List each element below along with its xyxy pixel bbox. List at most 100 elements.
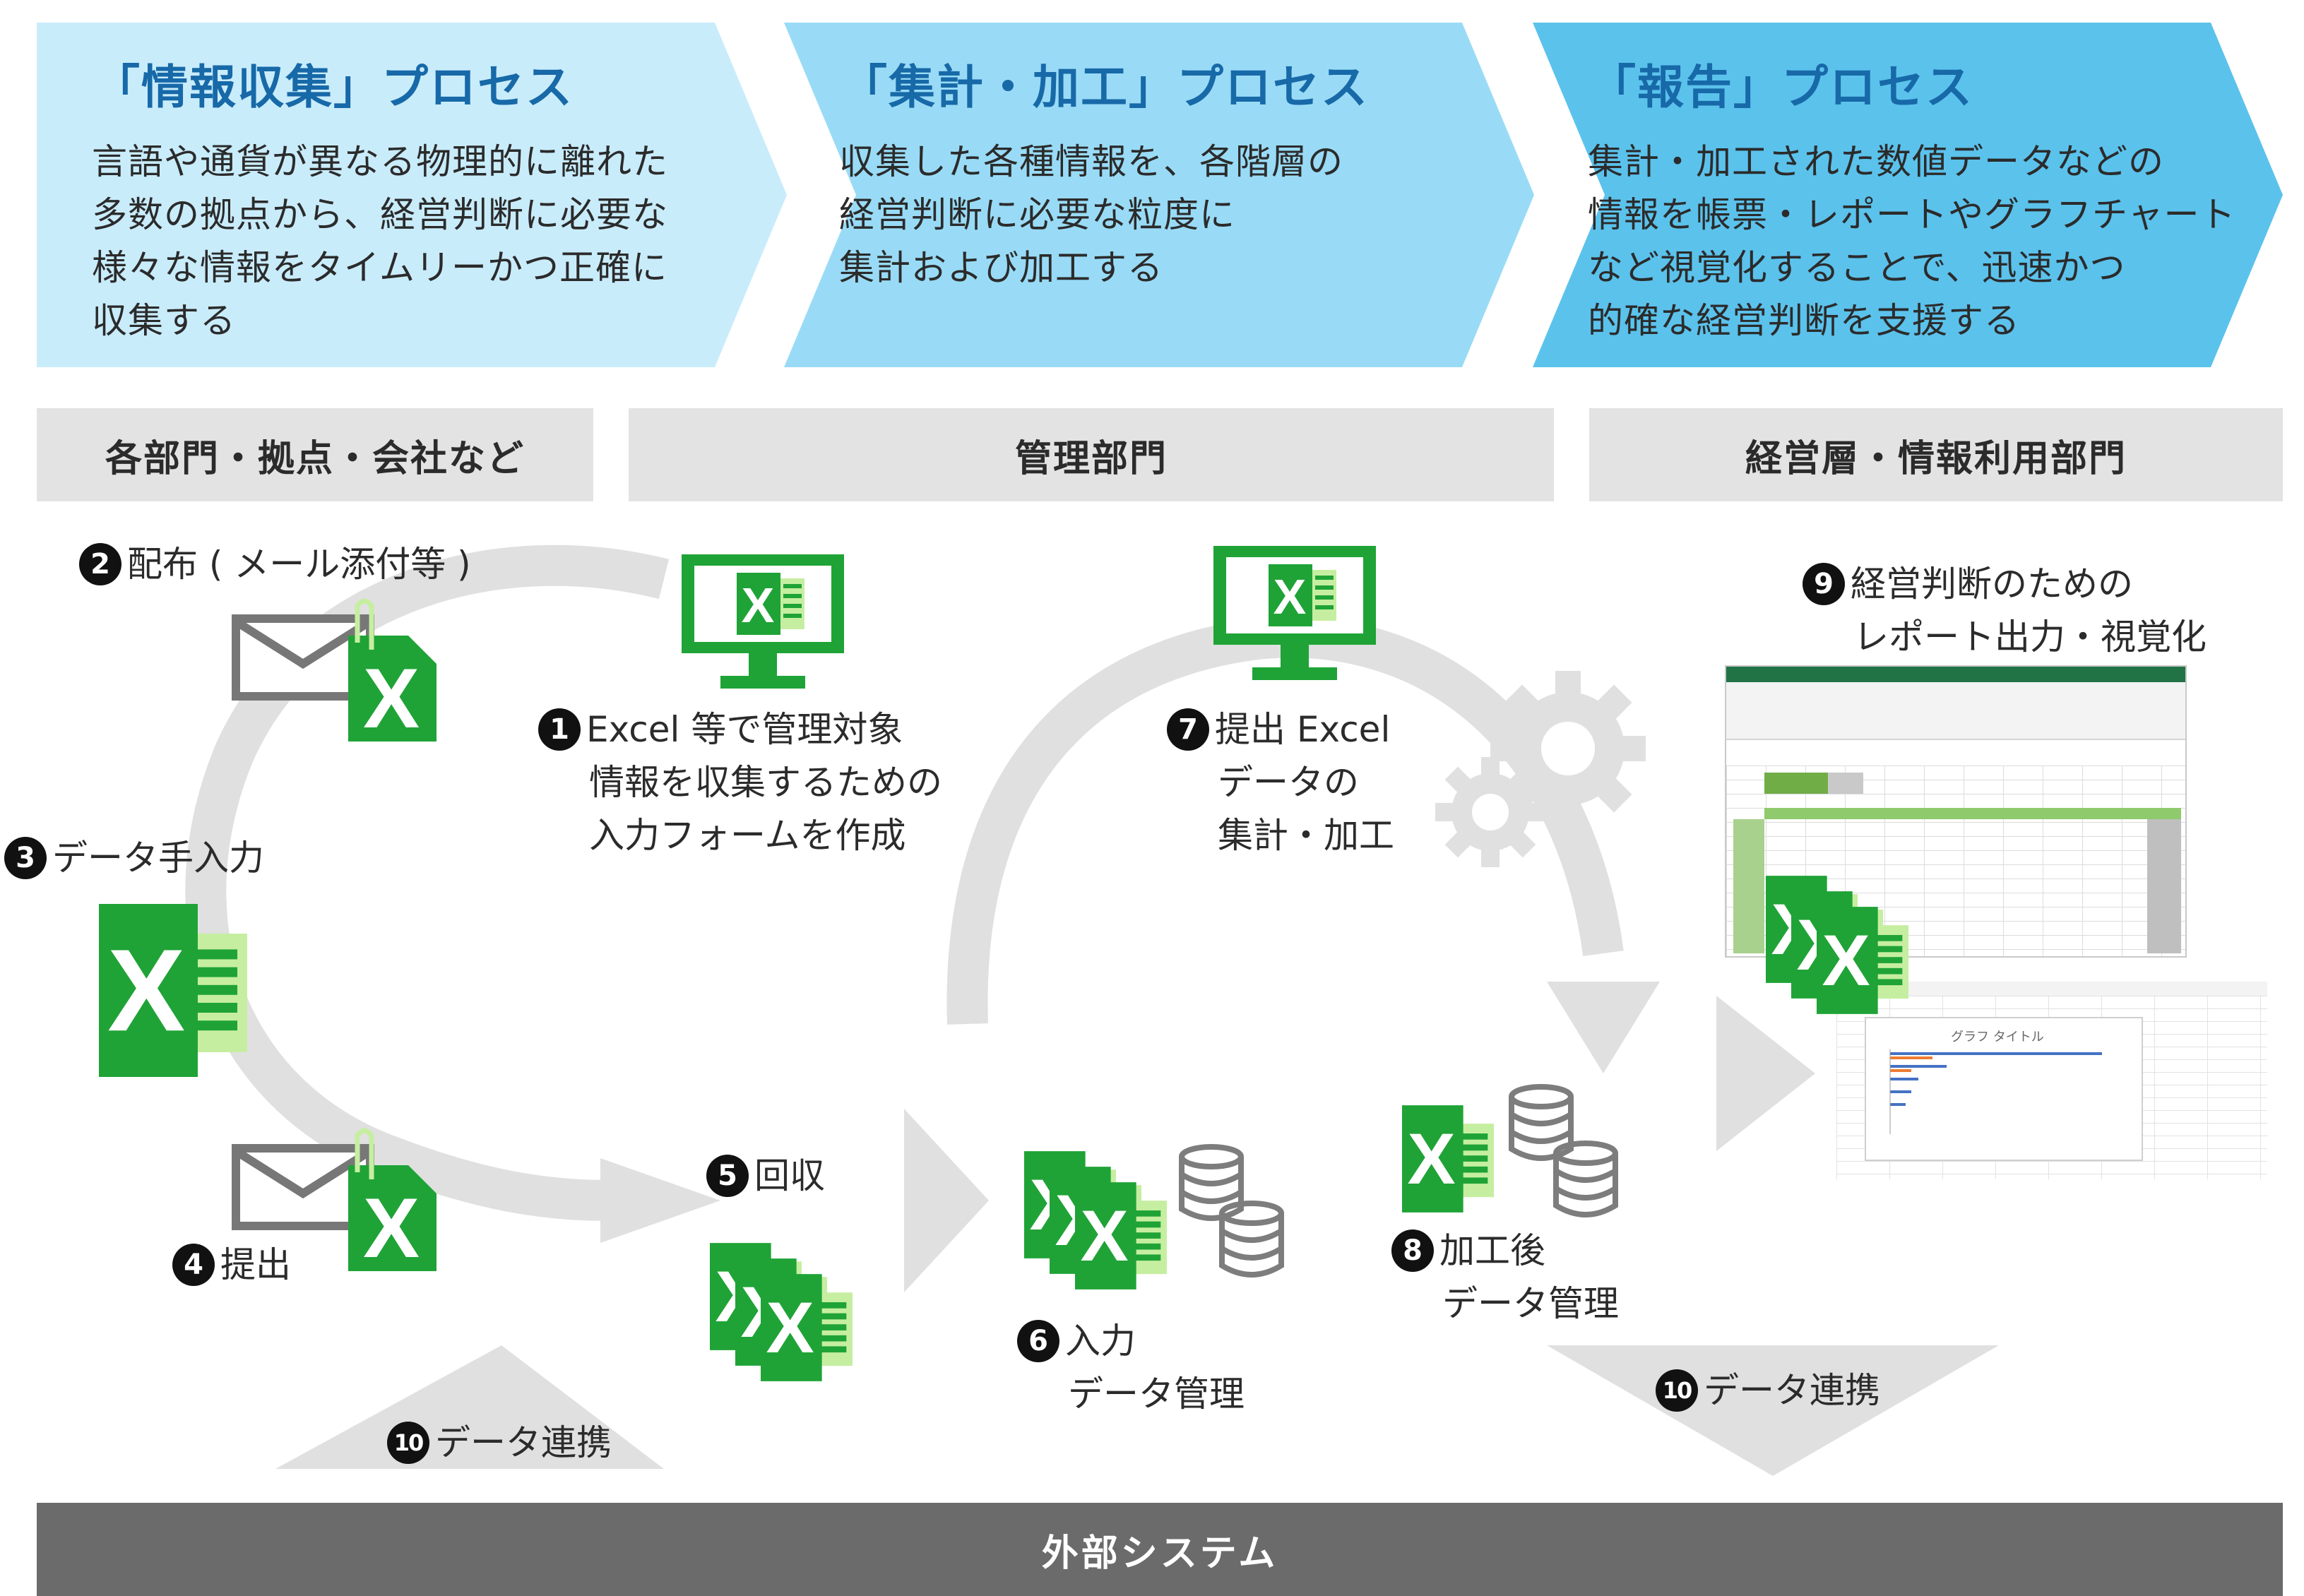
step-text: 加工後 [1439, 1230, 1545, 1271]
step-line: 情報を収集するための [589, 762, 942, 803]
gear-icon [1435, 671, 1646, 867]
process-title: 「情報収集」プロセス [93, 60, 574, 114]
mail-excel-icon [232, 593, 451, 742]
column-header-departments: 各部門・拠点・会社など [37, 408, 593, 501]
excel-monitor-icon [1213, 546, 1376, 687]
process-line: など視覚化することで、迅速かつ [1588, 247, 2126, 288]
process-description: 言語や通貨が異なる物理的に離れた 多数の拠点から、経営判断に必要な 様々な情報を… [92, 136, 668, 347]
step-line: データ管理 [1068, 1374, 1245, 1415]
chevron-shape [37, 23, 787, 367]
process-chevron-aggregate: 「集計・加工」プロセス 収集した各種情報を、各階層の 経営判断に必要な粒度に 集… [784, 23, 1534, 367]
step-line: レポート出力・視覚化 [1853, 617, 2207, 657]
process-line: 収集する [92, 300, 236, 341]
step-text: 経営判断のための [1851, 564, 2133, 605]
process-line: 様々な情報をタイムリーかつ正確に [92, 247, 667, 288]
step-number-badge: 1 [538, 708, 581, 751]
process-title: 「報告」プロセス [1589, 60, 1973, 114]
process-line: 経営判断に必要な粒度に [839, 194, 1235, 235]
process-title: 「集計・加工」プロセス [841, 60, 1369, 114]
step-line: データの [1218, 762, 1359, 803]
step-text: 提出 Excel [1215, 709, 1391, 750]
step-text: 提出 [220, 1244, 291, 1285]
step-number-badge: 9 [1803, 562, 1845, 605]
excel-file-stack [710, 1243, 893, 1398]
step-text: 入力 [1065, 1321, 1136, 1362]
process-description: 集計・加工された数値データなどの 情報を帳票・レポートやグラフチャート など視覚… [1588, 136, 2236, 347]
external-system-bar: 外部システム [37, 1503, 2283, 1596]
chevron-shape [784, 23, 1534, 367]
step-number-badge: 10 [387, 1421, 429, 1464]
sheet-total-column [2147, 819, 2181, 953]
step-number-badge: 5 [706, 1154, 749, 1197]
arrow-head-submit [600, 1158, 720, 1243]
step-text: 配布 ( メール添付等 ) [127, 544, 471, 585]
database-icon [1550, 1141, 1621, 1218]
process-line: 的確な経営判断を支援する [1588, 300, 2020, 341]
excel-file-stack [1766, 876, 1949, 1031]
step-number-badge: 6 [1017, 1319, 1059, 1362]
step-text: データ手入力 [52, 838, 264, 879]
step-line: 入力フォームを作成 [589, 815, 906, 856]
chart-title: グラフ タイトル [1951, 1030, 2044, 1044]
excel-file-icon [99, 904, 247, 1077]
excel-file-icon [1075, 1182, 1167, 1290]
database-icon [1216, 1201, 1287, 1278]
chart-sheet-screenshot: グラフ タイトル [1836, 982, 2267, 1179]
arrow-to-report [1716, 996, 1815, 1151]
left-cycle-arrow [185, 544, 670, 1221]
arrow-head-aggregate [1547, 982, 1660, 1073]
process-line: 多数の拠点から、経営判断に必要な [92, 194, 668, 235]
chart-box: グラフ タイトル [1865, 1017, 2143, 1161]
step-number-badge: 7 [1167, 708, 1209, 751]
sheet-name-column [1733, 819, 1764, 953]
excel-title-bar [1726, 667, 2185, 682]
column-header-management: 管理部門 [629, 408, 1554, 501]
column-header-executives: 経営層・情報利用部門 [1589, 408, 2283, 501]
excel-monitor-icon [682, 554, 844, 696]
sheet-highlight-bar [1764, 773, 1828, 794]
process-chevron-report: 「報告」プロセス 集計・加工された数値データなどの 情報を帳票・レポートやグラフ… [1533, 23, 2283, 367]
excel-file-icon [1402, 1105, 1494, 1213]
process-line: 収集した各種情報を、各階層の [839, 141, 1343, 182]
step-number-badge: 10 [1656, 1369, 1698, 1412]
sheet-header-row [1764, 808, 2181, 819]
arrow-to-collect [904, 1109, 989, 1292]
process-line: 集計・加工された数値データなどの [1588, 141, 2164, 182]
step-number-badge: 2 [79, 542, 121, 585]
step-number-badge: 3 [4, 836, 47, 879]
step-text: データ連携 [1704, 1370, 1880, 1411]
excel-file-icon [761, 1274, 853, 1381]
sheet-top-band [1836, 982, 2267, 996]
step-number-badge: 8 [1391, 1229, 1434, 1272]
process-line: 集計および加工する [839, 247, 1163, 288]
process-chevron-collect: 「情報収集」プロセス 言語や通貨が異なる物理的に離れた 多数の拠点から、経営判断… [37, 23, 787, 367]
step-line: データ管理 [1442, 1283, 1619, 1324]
step-line: 集計・加工 [1218, 815, 1394, 856]
excel-ribbon [1726, 682, 2185, 740]
chevron-shape [1533, 23, 2283, 367]
chart-bars [1889, 1049, 2102, 1134]
step-text: データ連携 [435, 1422, 612, 1463]
data-link-up-arrow [275, 1345, 664, 1469]
process-line: 言語や通貨が異なる物理的に離れた [92, 141, 668, 182]
process-line: 情報を帳票・レポートやグラフチャート [1588, 194, 2236, 235]
excel-file-icon [1817, 907, 1908, 1014]
step-text: 回収 [754, 1155, 825, 1196]
step-number-badge: 4 [172, 1243, 215, 1286]
